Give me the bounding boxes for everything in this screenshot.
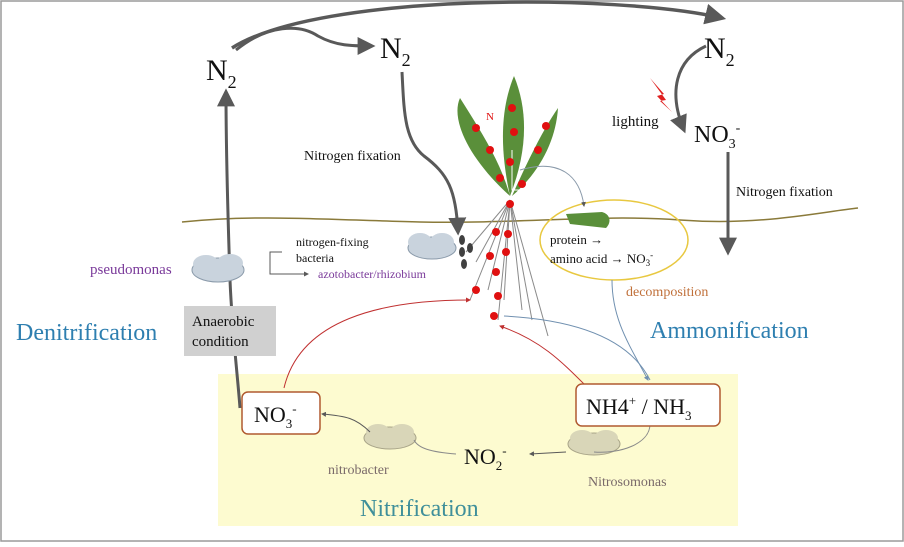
bracket-arrow-nfb	[269, 251, 309, 277]
arrow-nh4-to-roots	[499, 324, 587, 387]
protein-line1: protein →	[550, 232, 603, 247]
line-nh4-to-nitrosomonas	[593, 423, 651, 453]
arrow-roots-to-nh4	[503, 315, 651, 381]
leaf-fragment	[566, 212, 610, 228]
n2-left: N2	[206, 54, 237, 92]
decomposition-label: decomposition	[626, 285, 708, 300]
arrow-no3-to-roots	[283, 297, 471, 389]
cloud-pseudomonas	[191, 254, 245, 283]
anaerobic-box	[184, 306, 276, 356]
nitrosomonas-label: Nitrosomonas	[588, 475, 667, 490]
leaf-left	[457, 98, 510, 196]
cloud-nitrobacter	[363, 424, 417, 450]
nodule-marks	[459, 235, 473, 269]
nitrogen-fixation-left-label: Nitrogen fixation	[304, 149, 401, 164]
plant	[457, 76, 558, 196]
arrow-denitrification	[217, 88, 242, 409]
soil-line	[181, 207, 859, 224]
decomposition-ellipse	[539, 199, 689, 281]
nfb-line2: bacteria	[296, 251, 335, 265]
protein-line2: amino acid → NO3-	[550, 250, 653, 268]
arc-n2-left-to-right	[231, 0, 727, 50]
no2-label: NO2-	[464, 443, 507, 473]
no3-box	[241, 391, 321, 435]
nitrogen-fixation-right-label: Nitrogen fixation	[736, 185, 833, 200]
denitrification-title: Denitrification	[16, 320, 157, 346]
n2-right: N2	[704, 32, 735, 70]
plant-n-label: N	[486, 111, 494, 123]
cloud-nodule	[407, 233, 457, 260]
arrow-to-no2	[529, 451, 567, 457]
lightning-icon	[650, 78, 672, 112]
lighting-label: lighting	[612, 114, 659, 130]
cloud-nitrosomonas	[567, 430, 621, 456]
anaerobic-line2: condition	[192, 334, 249, 350]
n2-mid: N2	[380, 32, 411, 70]
azotobacter-label: azotobacter/rhizobium	[318, 267, 427, 281]
pseudomonas-label: pseudomonas	[90, 262, 172, 278]
arrow-n2-to-no3	[670, 44, 707, 134]
arrow-decomposition-to-nh4	[611, 279, 649, 381]
arrow-leaf-to-decomposition	[519, 165, 586, 207]
ammonification-title: Ammonification	[650, 318, 809, 344]
nitrogen-dots	[472, 104, 550, 320]
nfb-line1: nitrogen-fixing	[296, 235, 369, 249]
line-no2-to-nitrobacter	[413, 439, 457, 455]
nitrification-title: Nitrification	[360, 496, 479, 522]
nh4-box	[575, 383, 721, 427]
leaf-middle	[502, 76, 525, 196]
arc-n2-left-to-mid	[235, 26, 376, 55]
anaerobic-line1: Anaerobic	[192, 314, 255, 330]
arrow-to-no3-box	[321, 411, 371, 433]
no3-box-label: NO3-	[254, 401, 297, 431]
arrow-n2-to-nodule	[400, 71, 467, 236]
no3-top: NO3-	[694, 121, 741, 152]
nh4-box-label: NH4+ / NH3	[586, 393, 692, 423]
nitrobacter-label: nitrobacter	[328, 463, 389, 478]
